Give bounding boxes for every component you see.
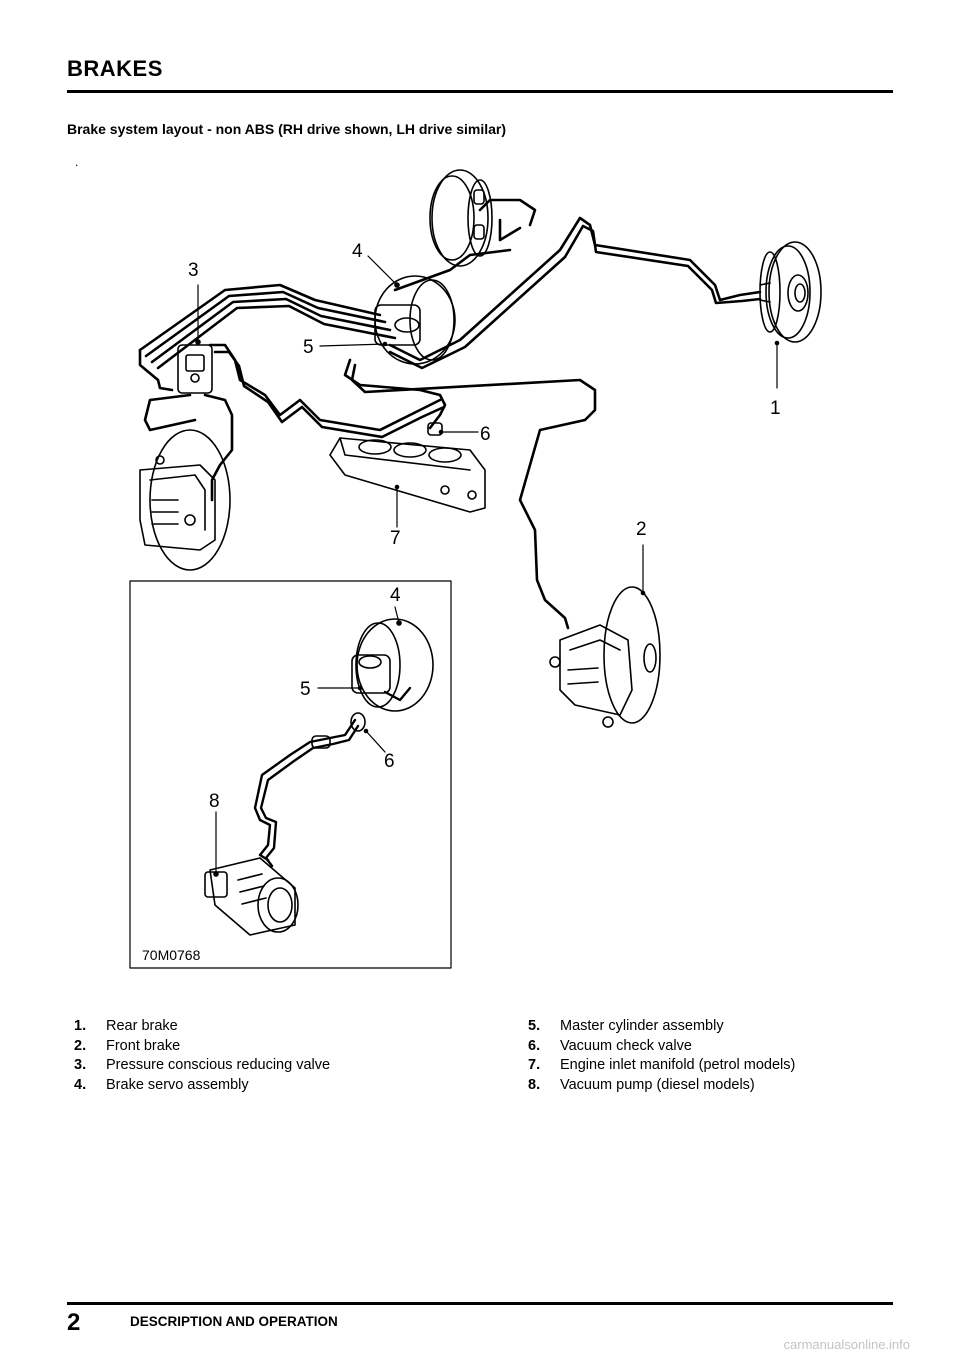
inset-callout-8: 8 (209, 791, 220, 812)
legend-item-6: 6. Vacuum check valve (528, 1037, 795, 1057)
callout-6: 6 (480, 424, 491, 445)
inset-check-valve (311, 712, 366, 749)
callout-4: 4 (352, 241, 363, 262)
inset-callout-5: 5 (300, 679, 311, 700)
legend-number: 4. (74, 1076, 87, 1093)
legend-text: Pressure conscious reducing valve (106, 1057, 331, 1073)
legend-text: Front brake (106, 1037, 181, 1054)
inset-servo (351, 618, 434, 712)
inset-callout-4: 4 (390, 585, 401, 606)
legend-right: 5. Master cylinder assembly 6. Vacuum chec… (528, 1017, 795, 1095)
rear-brake-drum (759, 241, 822, 343)
legend-number: 2. (74, 1037, 87, 1054)
callout-2: 2 (636, 519, 647, 540)
callout-5: 5 (303, 337, 314, 358)
inset-pipes (253, 686, 412, 868)
legend-text: Rear brake (106, 1018, 178, 1034)
inset-callout-6: 6 (384, 751, 395, 772)
legend-text: Master cylinder assembly (560, 1018, 724, 1034)
watermark: carmanualsonline.info (783, 1337, 910, 1352)
section-heading: Brake system layout - non ABS (RH drive … (67, 121, 507, 137)
legend-item-4: 4. Brake servo assembly (74, 1076, 330, 1096)
footer-rule (67, 1302, 893, 1305)
legend-item-7: 7. Engine inlet manifold (petrol models) (528, 1056, 795, 1076)
legend-item-5: 5. Master cylinder assembly (528, 1017, 795, 1037)
callout-1: 1 (770, 398, 781, 419)
legend-text: Vacuum pump (diesel models) (560, 1076, 755, 1093)
front-brake-left (139, 429, 231, 571)
legend-text: Engine inlet manifold (petrol models) (560, 1057, 796, 1073)
page-title: BRAKES (67, 56, 163, 81)
legend-text: Brake servo assembly (106, 1076, 249, 1093)
title-rule (67, 90, 893, 93)
legend-text: Vacuum check valve (560, 1037, 692, 1054)
legend-number: 7. (528, 1057, 541, 1073)
footer-section-title: DESCRIPTION AND OPERATION (130, 1314, 338, 1329)
page-number: 2 (67, 1309, 81, 1336)
front-brake-right (549, 586, 661, 728)
brake-layout-diagram: 1 2 3 4 5 6 7 4 5 6 8 70M0768 (129, 169, 822, 969)
inset-frame (129, 580, 452, 969)
brake-pipes (138, 198, 762, 630)
callout-3: 3 (188, 260, 199, 281)
pressure-valve (177, 339, 213, 394)
legend-item-1: 1. Rear brake (74, 1017, 330, 1037)
figure-code: 70M0768 (142, 947, 201, 963)
leader-lines (197, 255, 778, 875)
inlet-manifold (329, 422, 486, 513)
legend-item-8: 8. Vacuum pump (diesel models) (528, 1076, 795, 1096)
stray-mark: . (75, 155, 79, 169)
legend-number: 6. (528, 1037, 541, 1054)
legend-number: 3. (74, 1057, 87, 1073)
legend-left: 1. Rear brake 2. Front brake 3. Pressure co… (74, 1017, 330, 1095)
callout-7: 7 (390, 528, 401, 549)
legend-number: 1. (74, 1018, 87, 1034)
brake-servo-main (374, 275, 456, 365)
legend-number: 8. (528, 1076, 541, 1093)
legend-item-2: 2. Front brake (74, 1037, 330, 1057)
rear-brake-drum-2 (429, 169, 493, 267)
vacuum-pump (204, 857, 299, 936)
legend-number: 5. (528, 1018, 541, 1034)
legend-item-3: 3. Pressure conscious reducing valve (74, 1056, 330, 1076)
